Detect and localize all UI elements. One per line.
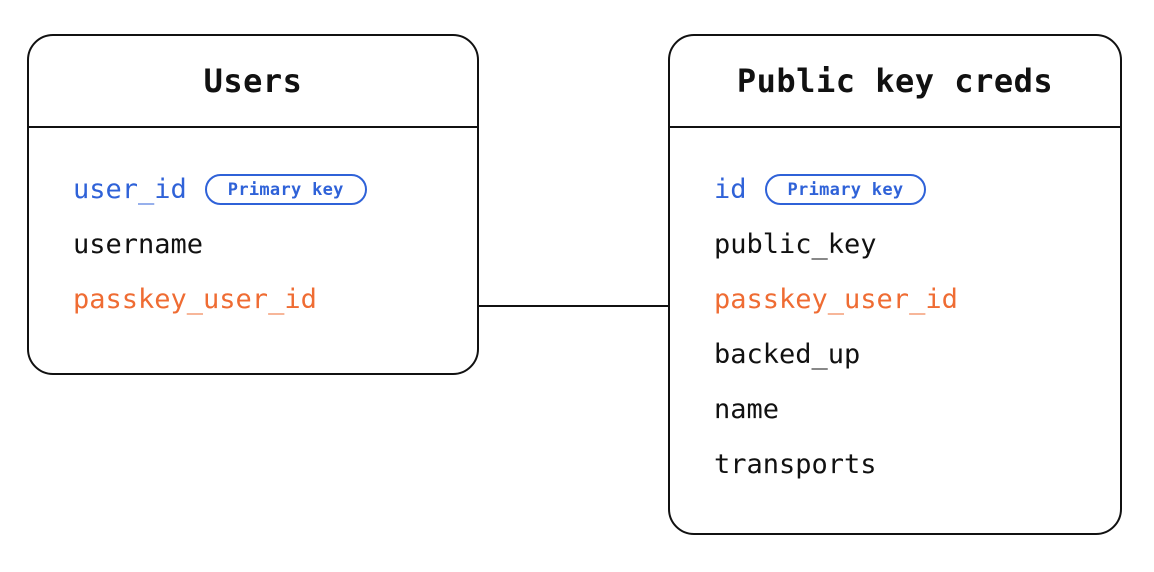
field-name-backed-up: backed_up [714,339,861,370]
field-row[interactable]: passkey_user_id [73,272,477,327]
field-row[interactable]: username [73,217,477,272]
entity-users-header: Users [29,36,477,128]
field-name-transports: transports [714,449,877,480]
field-name-user-id: user_id [73,174,187,205]
field-name-passkey-user-id: passkey_user_id [714,284,958,315]
entity-public-key-creds-field-list: id Primary key public_key passkey_user_i… [670,128,1120,522]
entity-public-key-creds[interactable]: Public key creds id Primary key public_k… [668,34,1122,535]
entity-users-title: Users [203,62,303,100]
field-name-name: name [714,394,780,425]
field-row[interactable]: user_id Primary key [73,162,477,217]
field-name-public-key: public_key [714,229,877,260]
entity-public-key-creds-title: Public key creds [736,62,1054,100]
field-name-username: username [73,229,204,260]
primary-key-badge: Primary key [204,174,367,205]
field-row[interactable]: id Primary key [714,162,1120,217]
field-row[interactable]: public_key [714,217,1120,272]
field-row[interactable]: passkey_user_id [714,272,1120,327]
field-name-id: id [714,174,747,205]
entity-public-key-creds-header: Public key creds [670,36,1120,128]
field-row[interactable]: name [714,382,1120,437]
field-name-passkey-user-id: passkey_user_id [73,284,317,315]
entity-users-field-list: user_id Primary key username passkey_use… [29,128,477,357]
entity-users[interactable]: Users user_id Primary key username passk… [27,34,479,375]
field-row[interactable]: transports [714,437,1120,492]
field-row[interactable]: backed_up [714,327,1120,382]
primary-key-badge: Primary key [764,174,927,205]
relationship-connector-users-to-public-key-creds [477,305,671,307]
